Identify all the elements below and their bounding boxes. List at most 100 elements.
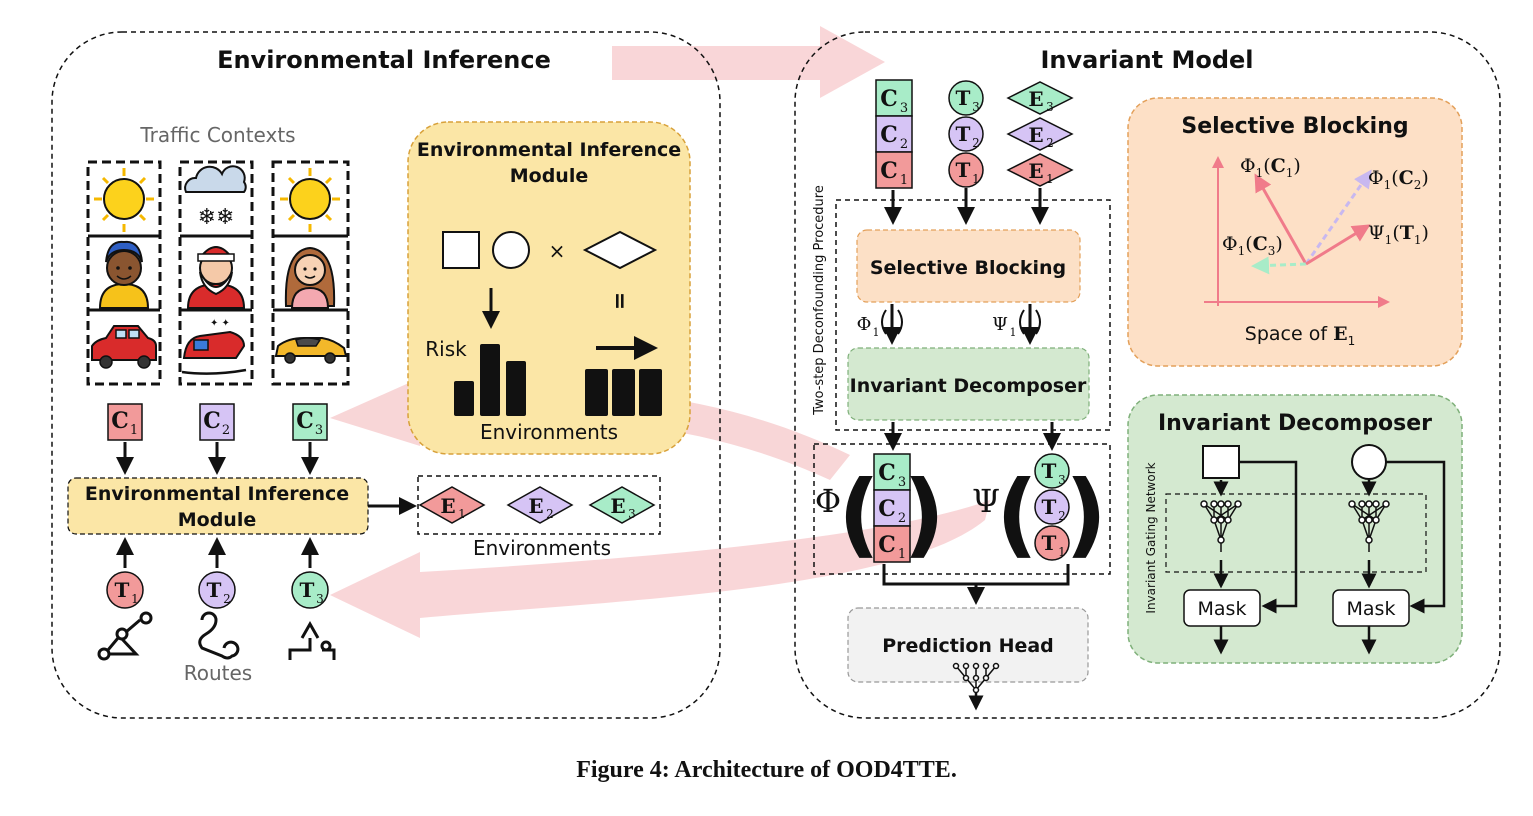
selective-blocking-box <box>856 229 1081 303</box>
equals-symbol: = <box>607 292 632 310</box>
selective-blocking-label: Selective Blocking <box>870 257 1066 279</box>
sb-axes <box>1204 156 1390 308</box>
person-icon <box>98 240 150 309</box>
psi-close-paren: ) <box>1065 461 1107 568</box>
module-detail-title-line2: Module <box>510 165 589 187</box>
risk-bars-icon <box>454 344 526 416</box>
invariant-decomposer-label: Invariant Decomposer <box>850 375 1087 397</box>
svg-text:3: 3 <box>900 101 908 116</box>
inference-module-line2: Module <box>178 509 257 531</box>
id-flow-lines <box>1213 460 1446 655</box>
risk-label: Risk <box>425 337 467 361</box>
svg-text:2: 2 <box>546 507 554 521</box>
circle-shape-icon <box>492 231 530 269</box>
sb-panel-title: Selective Blocking <box>1181 114 1408 139</box>
sb-psi1-t1-label: Ψ1(T1) <box>1368 222 1429 247</box>
merge-arrows <box>882 564 1070 605</box>
santa-icon <box>186 246 246 309</box>
sb-axis-label: Space of E1 <box>1245 323 1355 348</box>
svg-text:T: T <box>207 578 222 602</box>
context-stack: C 3 C 2 C 1 <box>875 79 913 189</box>
traffic-contexts-label: Traffic Contexts <box>139 123 295 147</box>
phi-close-paren: ) <box>903 461 945 568</box>
svg-text:2: 2 <box>898 511 906 526</box>
context-c2-box <box>199 403 235 441</box>
svg-text:1: 1 <box>1046 172 1054 186</box>
mask-left-box <box>1183 589 1261 627</box>
svg-text:E: E <box>610 494 625 518</box>
sb-phi1-c1-label: Φ1(C1) <box>1240 155 1301 180</box>
id-panel-title: Invariant Decomposer <box>1158 411 1432 436</box>
svg-text:C: C <box>880 86 898 112</box>
svg-text:1: 1 <box>458 507 466 521</box>
id-square-input-icon <box>1202 445 1240 479</box>
context-c3-letter: C <box>296 408 314 434</box>
right-panel-border <box>794 31 1501 719</box>
girl-icon <box>284 246 336 309</box>
svg-text:1: 1 <box>131 592 139 606</box>
svg-text:C: C <box>878 532 896 558</box>
module-detail-title-line1: Environmental Inference <box>417 139 681 161</box>
context-c1-box <box>107 403 143 441</box>
context-c1-letter: C <box>111 408 129 434</box>
context-c1-sub: 1 <box>130 423 138 438</box>
mask-right-box <box>1332 589 1410 627</box>
invariant-decomposer-box <box>847 347 1090 421</box>
square-shape-icon <box>442 231 480 269</box>
left-panel-border <box>51 31 721 719</box>
svg-text:1: 1 <box>898 547 906 562</box>
svg-text:1: 1 <box>900 173 908 188</box>
svg-text:3: 3 <box>316 592 324 606</box>
procedure-label: Two-step Deconfounding Procedure <box>812 185 827 416</box>
right-panel-title: Invariant Model <box>1040 46 1253 74</box>
svg-text:2: 2 <box>1046 136 1054 150</box>
environments-box <box>417 475 661 535</box>
svg-text:2: 2 <box>900 137 908 152</box>
phi1-sub: 1 <box>873 326 880 339</box>
svg-text:C: C <box>880 122 898 148</box>
sb-vector-labels: Φ1(C1) Φ1(C2) Φ1(C3) Ψ1(T1) <box>1222 155 1429 258</box>
module-detail-env-label: Environments <box>480 420 618 444</box>
svg-text:1: 1 <box>972 172 980 186</box>
route-nodes-left: T 1 T 2 T 3 <box>106 571 329 609</box>
route-icon <box>288 620 336 660</box>
mask-left-label: Mask <box>1198 598 1247 620</box>
svg-text:3: 3 <box>628 507 636 521</box>
svg-text:❄❄: ❄❄ <box>198 205 235 230</box>
gating-network-label: Invariant Gating Network <box>1144 462 1158 613</box>
prediction-head-box <box>847 607 1089 683</box>
id-circle-input-icon <box>1351 444 1387 480</box>
route-icon <box>198 611 240 660</box>
network-icon <box>952 662 1000 694</box>
sb-vectors <box>1251 169 1372 275</box>
svg-text:2: 2 <box>972 136 980 150</box>
phi1-label: Φ <box>857 314 872 335</box>
svg-text:E: E <box>440 494 455 518</box>
svg-text:T: T <box>1042 495 1057 519</box>
svg-text:E: E <box>1028 87 1043 111</box>
psi1-label: Ψ <box>992 314 1008 335</box>
phi-open-paren: ( <box>838 461 880 568</box>
car-icon <box>91 325 157 369</box>
svg-text:T: T <box>956 122 971 146</box>
svg-text:2: 2 <box>223 592 231 606</box>
sports-car-icon <box>274 337 348 364</box>
phi-psi-arrows: Φ 1 Ψ 1 <box>857 304 1041 345</box>
svg-text:T: T <box>956 158 971 182</box>
context-c2-sub: 2 <box>222 423 230 438</box>
phi-symbol: Φ <box>815 482 841 520</box>
psi-open-paren: ( <box>996 461 1038 568</box>
left-panel-title: Environmental Inference <box>217 46 551 74</box>
environment-bars-icon <box>585 369 662 416</box>
svg-text:3: 3 <box>1046 100 1054 114</box>
bottom-flow-arrow <box>330 500 990 638</box>
svg-text:✦ ✦: ✦ ✦ <box>210 318 230 329</box>
sun-icon <box>280 168 340 232</box>
svg-text:E: E <box>1028 123 1043 147</box>
psi-symbol: Ψ <box>972 482 1000 520</box>
context-icon-grid <box>86 160 350 386</box>
svg-text:C: C <box>878 460 896 486</box>
svg-text:3: 3 <box>1058 473 1066 487</box>
sb-phi1-c2-label: Φ1(C2) <box>1368 167 1429 192</box>
context-c3-sub: 3 <box>315 423 323 438</box>
